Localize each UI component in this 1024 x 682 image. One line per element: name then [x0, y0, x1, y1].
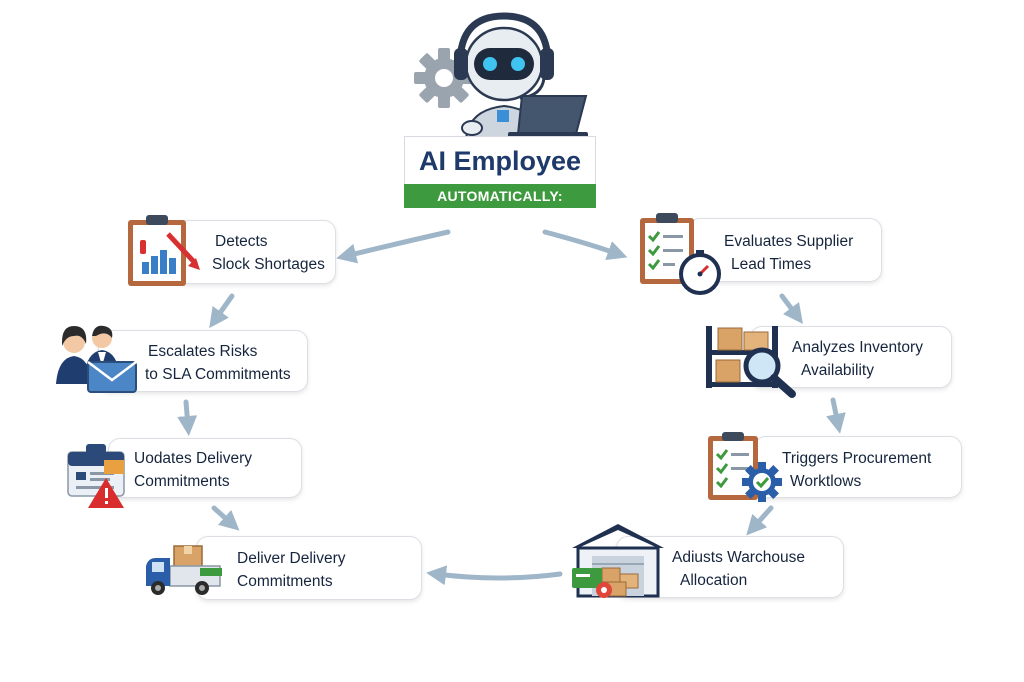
step-card-updates: [108, 438, 302, 498]
arrow-adjusts-to-deliver: [426, 565, 563, 586]
step-text-updates: Uodates Delivery Commitments: [134, 447, 252, 493]
arrow-evaluates-to-analyzes: [779, 293, 803, 324]
step-card-deliver: [196, 536, 422, 600]
arrow-escalates-to-updates: [177, 399, 198, 436]
automatically-banner: AUTOMATICALLY:: [404, 184, 596, 208]
step-line2: Lead Times: [731, 256, 812, 273]
step-line2: Commitments: [237, 573, 333, 590]
delivery-truck-icon: [140, 540, 230, 598]
step-line1: Triggers Procurement: [782, 450, 932, 467]
step-line2: Allocation: [680, 572, 748, 589]
step-line1: Detects: [215, 233, 268, 250]
step-card-detects: [176, 220, 336, 284]
step-line2: Availability: [801, 362, 874, 379]
step-line2: Slock Shortages: [212, 256, 325, 273]
step-text-adjusts: Adiusts Warchouse Allocation: [672, 546, 805, 592]
title-box: AI Employee: [404, 136, 596, 186]
step-line2: Commitments: [134, 473, 230, 490]
arrow-analyzes-to-triggers: [826, 397, 846, 434]
step-line1: Deliver Delivery: [237, 550, 346, 567]
page-title: AI Employee: [418, 146, 582, 176]
banner-label: AUTOMATICALLY:: [437, 188, 563, 204]
step-card-triggers: [754, 436, 962, 498]
step-text-analyzes: Analyzes Inventory Availability: [792, 336, 923, 382]
step-line2: Worktlows: [790, 473, 862, 490]
shelves-magnifier-icon: [702, 320, 806, 400]
arrow-detects-to-escalates: [209, 293, 235, 329]
step-line1: Adiusts Warchouse: [672, 549, 805, 566]
checklist-gear-icon: [704, 430, 788, 506]
step-text-triggers: Triggers Procurement Worktlows: [782, 447, 931, 493]
step-line1: Analyzes Inventory: [792, 339, 923, 356]
bar-chart-clipboard-icon: [126, 212, 206, 290]
arrow-title-to-evaluates: [542, 229, 628, 261]
step-line2: to SLA Commitments: [145, 366, 291, 383]
step-text-evaluates: Evaluates Supplier Lead Times: [724, 230, 853, 276]
step-text-detects: Detects Slock Shortages: [212, 230, 325, 276]
people-envelope-icon: [52, 322, 144, 394]
arrow-triggers-to-adjusts: [746, 505, 774, 536]
warehouse-icon: [568, 520, 668, 602]
arrow-updates-to-deliver: [211, 505, 240, 531]
step-line1: Uodates Delivery: [134, 450, 253, 467]
arrow-title-to-detects: [336, 229, 451, 264]
robot-mascot-icon: [408, 12, 598, 140]
step-text-deliver: Deliver Delivery Commitments: [237, 547, 346, 593]
step-line1: Evaluates Supplier: [724, 233, 854, 250]
step-card-analyzes: [750, 326, 952, 388]
step-text-escalates: Escalates Risks to SLA Commitments: [145, 340, 291, 386]
step-line1: Escalates Risks: [148, 343, 258, 360]
document-warning-icon: [64, 438, 130, 510]
checklist-stopwatch-icon: [636, 210, 726, 298]
